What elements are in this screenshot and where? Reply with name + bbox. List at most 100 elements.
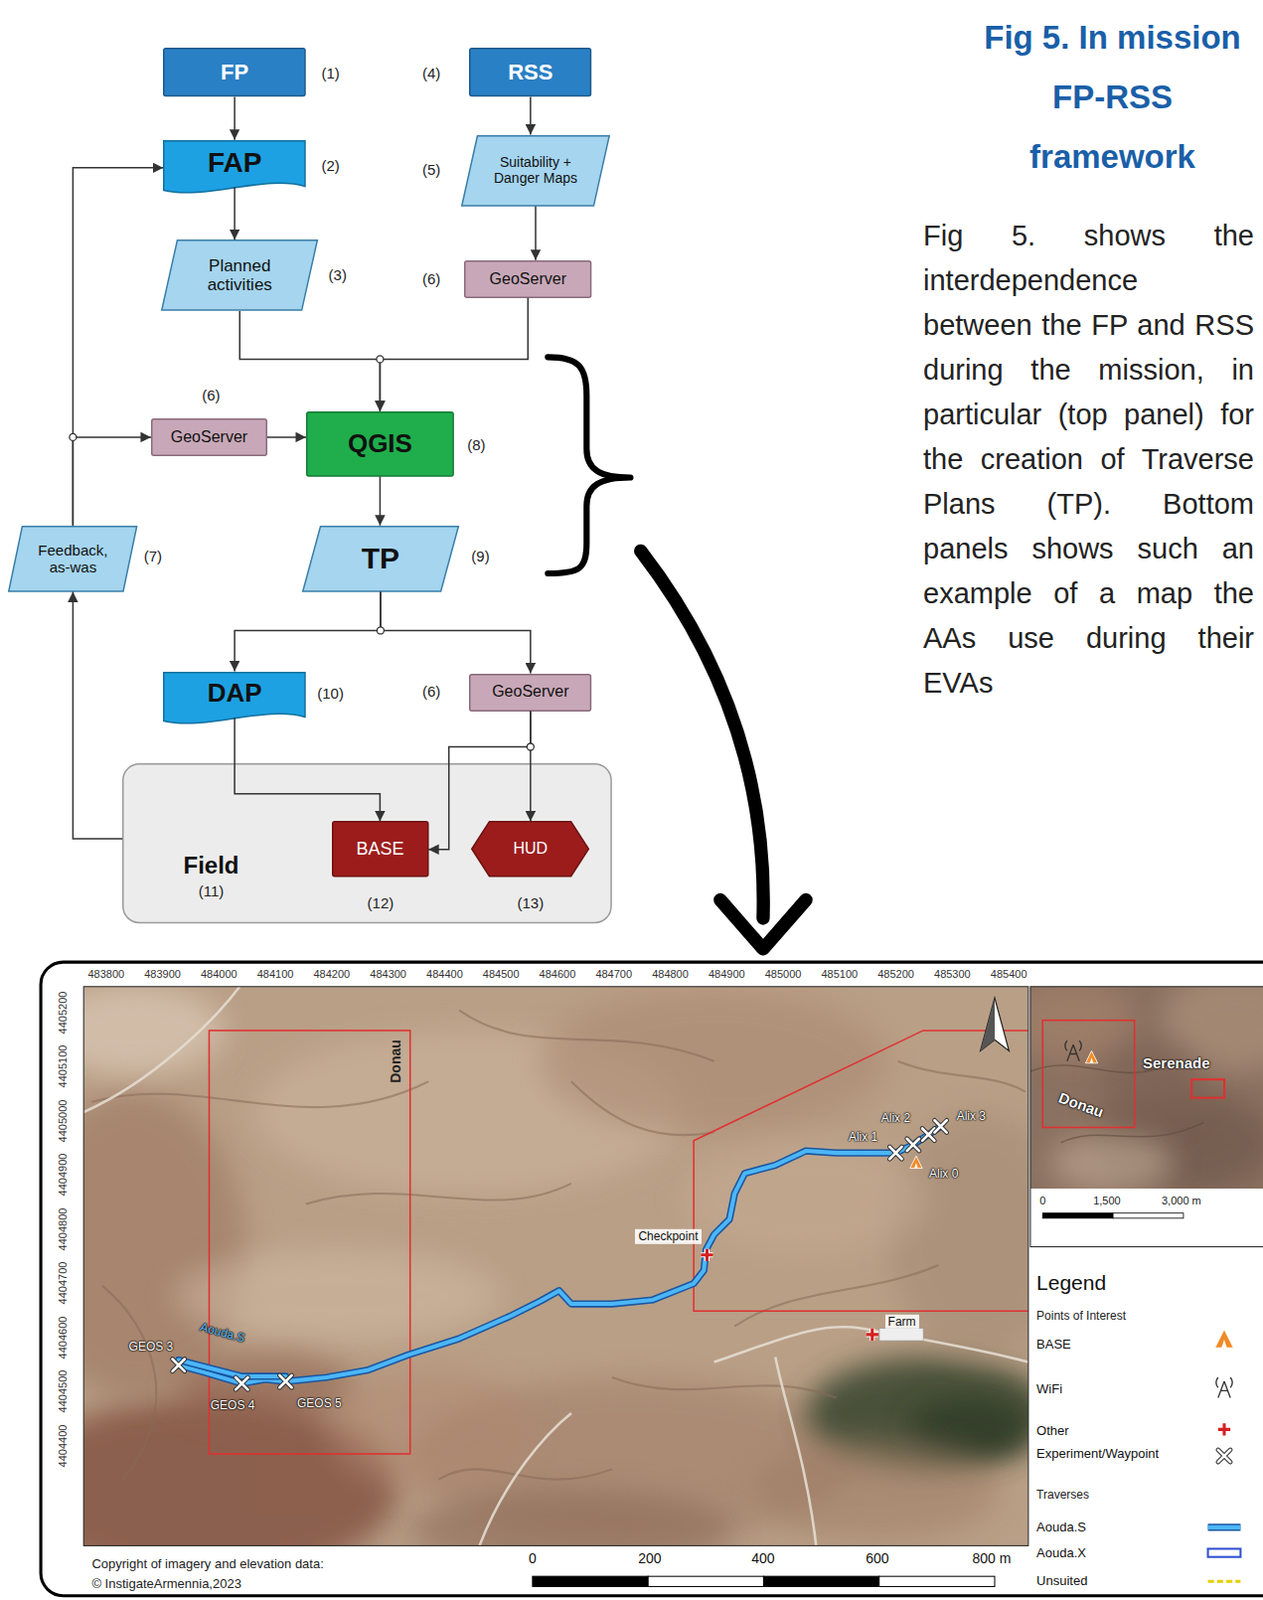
data-parallelogram: TP bbox=[302, 525, 460, 593]
scale-label: 0 bbox=[528, 1549, 537, 1567]
connector bbox=[233, 186, 236, 240]
map-label: Farm bbox=[885, 1313, 920, 1328]
axis-tick: 4405100 bbox=[56, 1045, 70, 1089]
map-border bbox=[83, 986, 1029, 1547]
poi-cross-outline bbox=[866, 1328, 879, 1341]
axis-tick: 484900 bbox=[708, 968, 746, 982]
callout-number: (7) bbox=[144, 547, 162, 566]
terrain-patch bbox=[755, 1438, 1000, 1542]
axis-tick: 4404500 bbox=[56, 1370, 70, 1414]
axis-tick: 484400 bbox=[426, 968, 464, 982]
rect-shape bbox=[307, 411, 454, 475]
axis-tick: 4404800 bbox=[56, 1207, 70, 1251]
pointer-arrow-shaft bbox=[640, 550, 764, 919]
poi-cross bbox=[866, 1328, 879, 1341]
axis-tick: 485300 bbox=[934, 968, 971, 982]
map-region-label: Donau bbox=[387, 1039, 405, 1084]
para-shape bbox=[161, 240, 318, 311]
wifi-tower-icon bbox=[1065, 1040, 1082, 1062]
axis-tick: 4405200 bbox=[56, 990, 70, 1034]
dirt-road bbox=[775, 1356, 816, 1546]
callout-number: (6) bbox=[201, 386, 220, 405]
traverse-outline bbox=[178, 1125, 942, 1384]
scale-bar-segment bbox=[763, 1576, 879, 1586]
waypoint-marker-outline bbox=[889, 1146, 902, 1159]
axis-tick: 484600 bbox=[539, 968, 577, 982]
terrain-patch bbox=[683, 1142, 929, 1256]
legend-text: Other bbox=[1036, 1423, 1070, 1440]
rect-shape bbox=[465, 261, 592, 298]
waypoint-marker bbox=[1218, 1449, 1231, 1462]
waypoint-marker bbox=[934, 1119, 947, 1132]
region-outline bbox=[208, 1030, 410, 1454]
terrain-patch bbox=[1050, 1132, 1173, 1189]
figure-title: Fig 5. In mission FP-RSS framework bbox=[975, 7, 1250, 187]
axis-tick: 484200 bbox=[314, 968, 351, 982]
node-text: Planned activities bbox=[185, 256, 295, 296]
server-box: GeoServer bbox=[464, 260, 592, 299]
terrain-ridge bbox=[612, 1377, 837, 1399]
waypoint-marker-outline bbox=[934, 1119, 947, 1132]
base-tent-icon bbox=[910, 1155, 923, 1168]
node-text: BASE bbox=[339, 838, 422, 860]
legend-heading: Points of Interest bbox=[1036, 1308, 1126, 1323]
axis-tick: 485100 bbox=[820, 968, 858, 982]
axis-tick: 4404400 bbox=[56, 1423, 70, 1467]
callout-number: (5) bbox=[422, 160, 441, 179]
waypoint-marker bbox=[907, 1138, 920, 1151]
axis-tick: 485000 bbox=[765, 968, 802, 982]
junction-dot bbox=[69, 433, 77, 441]
document-box: DAP bbox=[162, 671, 307, 727]
legend-text: BASE bbox=[1036, 1336, 1072, 1353]
legend-symbol bbox=[1208, 1548, 1242, 1557]
process-box: QGIS bbox=[306, 411, 455, 477]
callout-number: (6) bbox=[422, 270, 441, 289]
node-text: GeoServer bbox=[472, 270, 584, 289]
waypoint-label: GEOS 4 bbox=[210, 1398, 256, 1413]
device-box: BASE bbox=[331, 820, 430, 877]
callout-number: (8) bbox=[467, 436, 485, 455]
terrain-ridge bbox=[438, 1468, 613, 1479]
axis-tick: 4404900 bbox=[56, 1153, 70, 1197]
unsuited-sample bbox=[1208, 1579, 1242, 1583]
terrain-patch bbox=[408, 1489, 736, 1546]
node-text: HUD bbox=[495, 839, 566, 858]
legend-text: Aouda.S bbox=[1036, 1519, 1087, 1536]
callout-number: (13) bbox=[517, 894, 545, 913]
axis-tick: 483800 bbox=[87, 968, 125, 982]
round-shape bbox=[123, 764, 612, 924]
node-text: GeoServer bbox=[476, 682, 584, 701]
scale-bar-segment bbox=[1112, 1213, 1184, 1219]
axis-tick: 484000 bbox=[200, 968, 238, 982]
legend-text: WiFi bbox=[1036, 1382, 1063, 1399]
doc-shape bbox=[163, 140, 306, 192]
waypoint-marker-outline bbox=[922, 1127, 935, 1140]
rect-shape bbox=[470, 673, 592, 710]
axis-tick: 485200 bbox=[877, 968, 915, 982]
hex-shape bbox=[472, 821, 590, 877]
scale-bar-segment bbox=[1042, 1213, 1113, 1219]
callout-number: (3) bbox=[328, 266, 347, 285]
scale-label: 1,500 bbox=[1093, 1195, 1121, 1209]
figure-caption: Fig 5. shows the interdependence between… bbox=[923, 213, 1255, 706]
node-text: QGIS bbox=[314, 429, 447, 460]
node-text: Feedback, as-was bbox=[30, 541, 117, 577]
server-box: GeoServer bbox=[469, 673, 592, 712]
display-hexagon: HUD bbox=[471, 820, 590, 877]
inset-map bbox=[1030, 986, 1263, 1189]
waypoint-marker bbox=[172, 1359, 185, 1372]
para-shape bbox=[303, 525, 460, 591]
rect-shape bbox=[331, 821, 428, 877]
callout-number: (1) bbox=[320, 64, 339, 83]
poi-cross bbox=[700, 1249, 713, 1262]
base-tent-door bbox=[1221, 1339, 1228, 1348]
callout-number: (11) bbox=[198, 882, 225, 901]
pointer-arrow-head bbox=[720, 900, 806, 949]
junction-dot bbox=[376, 627, 384, 634]
poi-cross-outline bbox=[1218, 1422, 1231, 1435]
traverse-outline bbox=[1208, 1523, 1242, 1531]
scale-bar-segment bbox=[647, 1576, 764, 1586]
axis-tick: 483900 bbox=[144, 968, 181, 982]
axis-tick: 4405000 bbox=[56, 1099, 70, 1142]
axis-tick: 4404600 bbox=[56, 1315, 70, 1359]
